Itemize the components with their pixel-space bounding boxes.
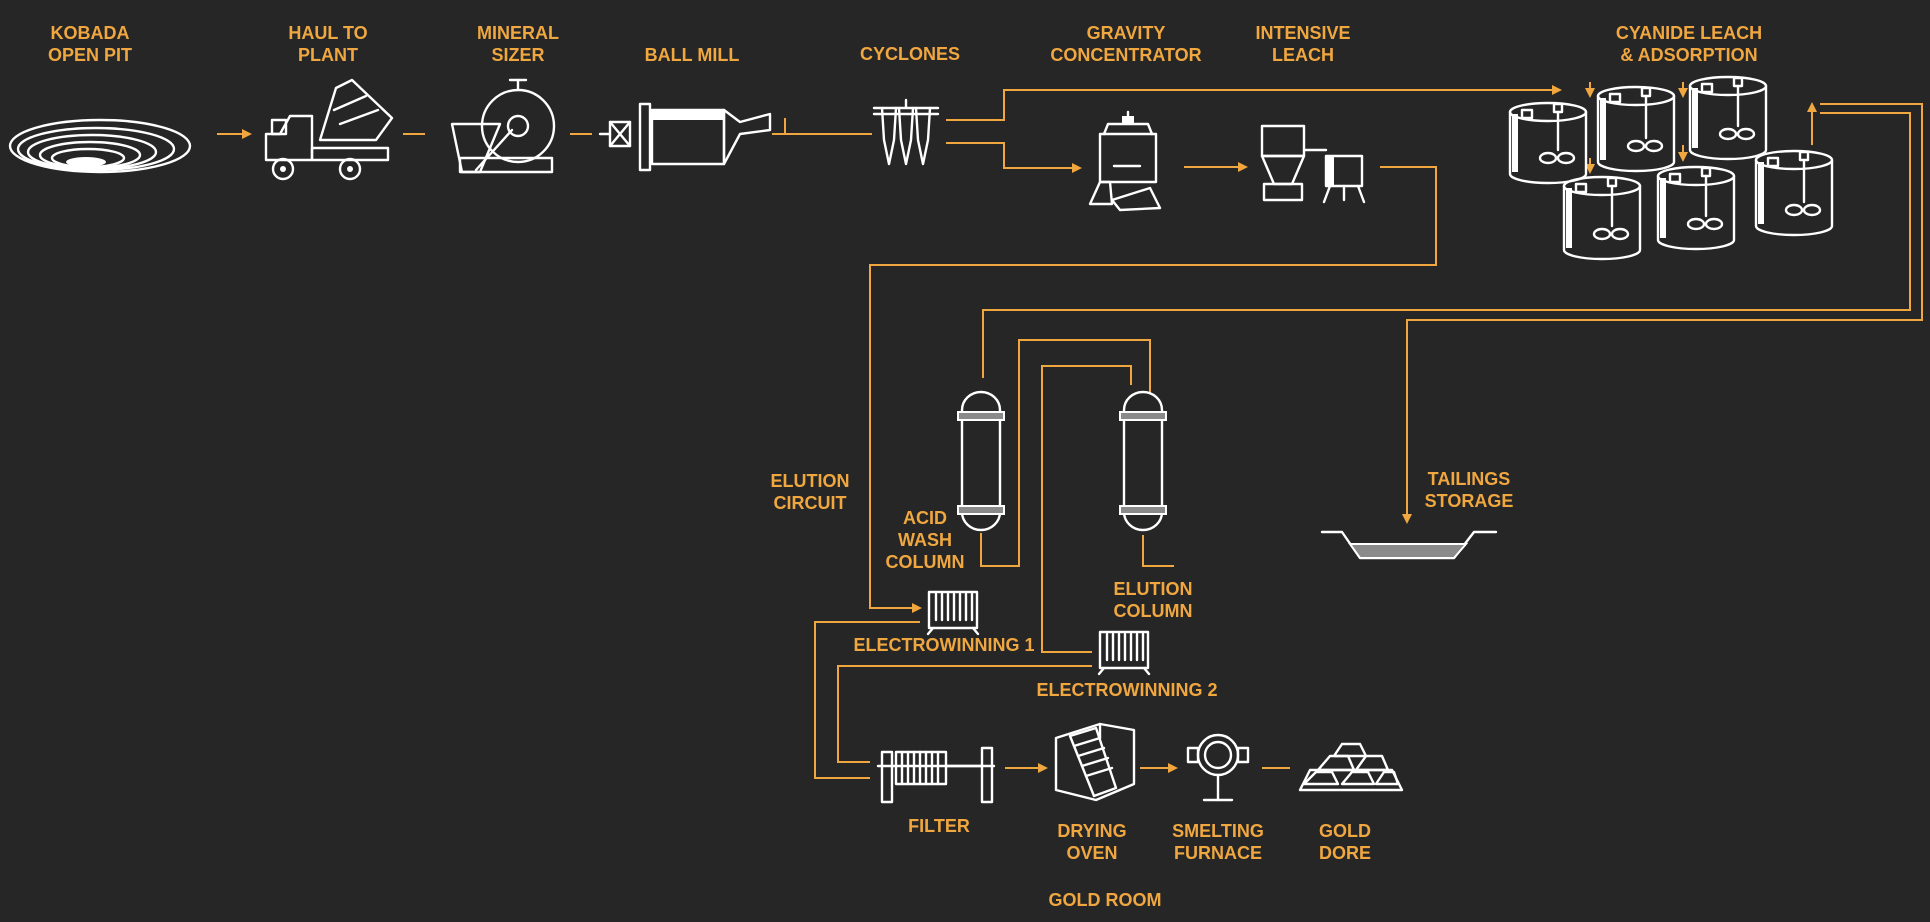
label-gold-dore: GOLD DORE [1318, 821, 1372, 863]
leach-tank-5 [1656, 165, 1736, 251]
label-gravity-concentrator: GRAVITY CONCENTRATOR [1050, 23, 1202, 65]
flow-leach-to-acid-wash [982, 112, 1911, 378]
elution-column-icon [1119, 390, 1167, 532]
leach-tanks-icon [1508, 75, 1834, 261]
flow-ew1-to-filter [814, 621, 920, 779]
label-drying-oven: DRYING OVEN [1057, 821, 1127, 863]
leach-tank-1 [1508, 101, 1588, 185]
tailings-dam-icon [1320, 530, 1498, 560]
label-ball-mill: BALL MILL [644, 45, 740, 65]
label-gold-room: GOLD ROOM [1048, 890, 1162, 910]
flow-lines [217, 82, 1923, 779]
label-open-pit: KOBADA OPEN PIT [47, 23, 133, 65]
flow-leach-to-tailings [1402, 103, 1923, 524]
mineral-sizer-icon [450, 78, 556, 174]
leach-tank-6 [1754, 149, 1834, 237]
label-cyanide-leach: CYANIDE LEACH & ADSORPTION [1615, 23, 1763, 65]
label-electrowinning-2: ELECTROWINNING 2 [1036, 680, 1218, 700]
open-pit-icon [8, 118, 192, 174]
acid-wash-column-icon [957, 390, 1005, 532]
leach-tank-3 [1688, 75, 1768, 161]
label-elution-column: ELUTION COLUMN [1113, 579, 1193, 621]
flow-elution-out [1142, 535, 1174, 567]
drying-oven-icon [1054, 722, 1136, 802]
label-electrowinning-1: ELECTROWINNING 1 [853, 635, 1035, 655]
flow-cyclones-overflow-to-leach [946, 85, 1562, 121]
gravity-concentrator-icon [1088, 110, 1162, 212]
flow-acid-to-elution [980, 339, 1151, 567]
flow-elution-to-ew2 [1041, 365, 1132, 653]
electrowinning-icon [926, 590, 980, 636]
flow-ew2-to-filter [837, 665, 1092, 763]
label-haul-to-plant: HAUL TO PLANT [288, 23, 368, 65]
label-mineral-sizer: MINERAL SIZER [477, 23, 559, 65]
label-filter: FILTER [908, 816, 970, 836]
filter-press-icon [876, 746, 996, 804]
intensive-leach-icon [1260, 124, 1366, 204]
cyclones-icon [872, 98, 940, 166]
flow-cyclones-to-gravity [946, 142, 1082, 173]
label-elution-circuit: ELUTION CIRCUIT [770, 471, 850, 513]
label-tailings-storage: TAILINGS STORAGE [1424, 469, 1514, 511]
label-acid-wash-column: ACID WASH COLUMN [885, 508, 965, 572]
leach-tank-2 [1596, 85, 1676, 173]
label-cyclones: CYCLONES [859, 44, 961, 64]
ball-mill-icon [598, 102, 772, 172]
flow-intensive-to-elution [869, 166, 1437, 613]
leach-tank-4 [1562, 175, 1642, 261]
gold-bars-icon [1298, 742, 1404, 792]
label-intensive-leach: INTENSIVE LEACH [1255, 23, 1351, 65]
haul-truck-icon [264, 78, 394, 181]
smelting-furnace-icon [1186, 733, 1250, 802]
label-smelting-furnace: SMELTING FURNACE [1172, 821, 1264, 863]
electrowinning-icon [1097, 630, 1151, 676]
